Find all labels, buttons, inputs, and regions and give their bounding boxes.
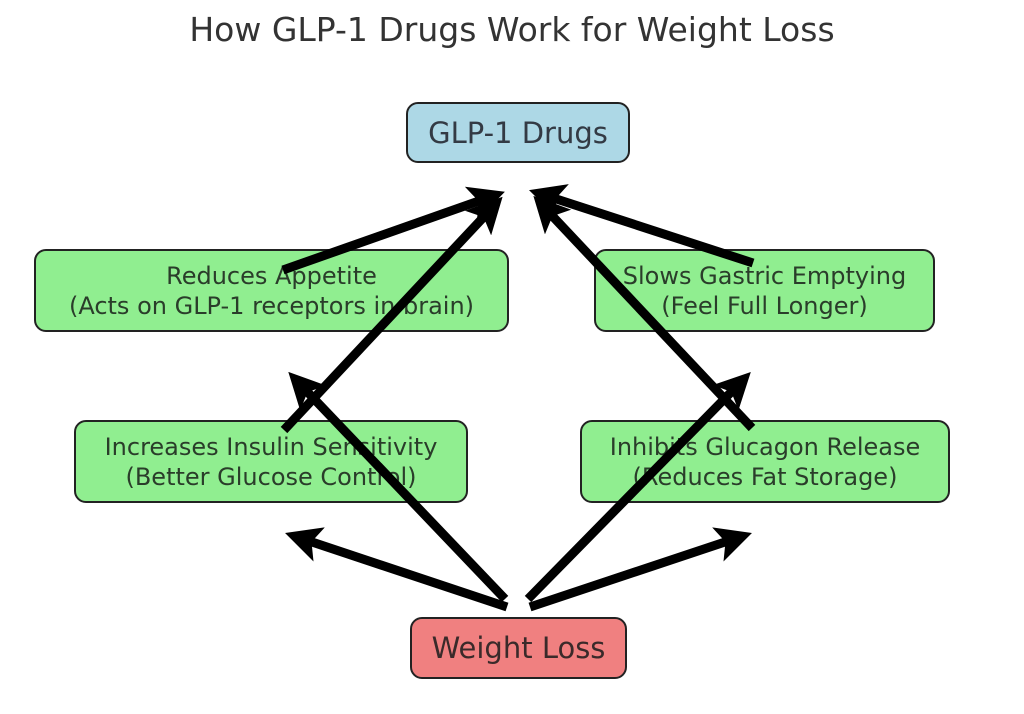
node-inhibits-glucagon-release: Inhibits Glucagon Release (Reduces Fat S… [580,420,950,503]
node-glp1-drugs-label: GLP-1 Drugs [428,115,608,150]
node-weight-loss-label: Weight Loss [431,631,606,665]
node-slows-gastric-emptying-title: Slows Gastric Emptying [622,261,907,290]
node-reduces-appetite-title: Reduces Appetite [166,261,377,290]
node-reduces-appetite-detail: (Acts on GLP-1 receptors in brain) [68,291,475,320]
node-inhibits-glucagon-release-title: Inhibits Glucagon Release [609,432,921,461]
node-reduces-appetite: Reduces Appetite (Acts on GLP-1 receptor… [34,249,509,332]
arrow-weightloss-to-insulin [285,527,509,612]
node-slows-gastric-emptying-detail: (Feel Full Longer) [661,291,868,320]
node-slows-gastric-emptying: Slows Gastric Emptying (Feel Full Longer… [594,249,935,332]
arrow-weightloss-to-glucagon [528,527,752,612]
node-inhibits-glucagon-release-detail: (Reduces Fat Storage) [632,462,898,491]
node-weight-loss: Weight Loss [410,617,627,679]
node-increases-insulin-sensitivity: Increases Insulin Sensitivity (Better Gl… [74,420,468,503]
node-glp1-drugs: GLP-1 Drugs [406,102,630,163]
diagram-title: How GLP-1 Drugs Work for Weight Loss [189,10,835,49]
node-increases-insulin-sensitivity-detail: (Better Glucose Control) [125,462,417,491]
node-increases-insulin-sensitivity-title: Increases Insulin Sensitivity [104,432,438,461]
